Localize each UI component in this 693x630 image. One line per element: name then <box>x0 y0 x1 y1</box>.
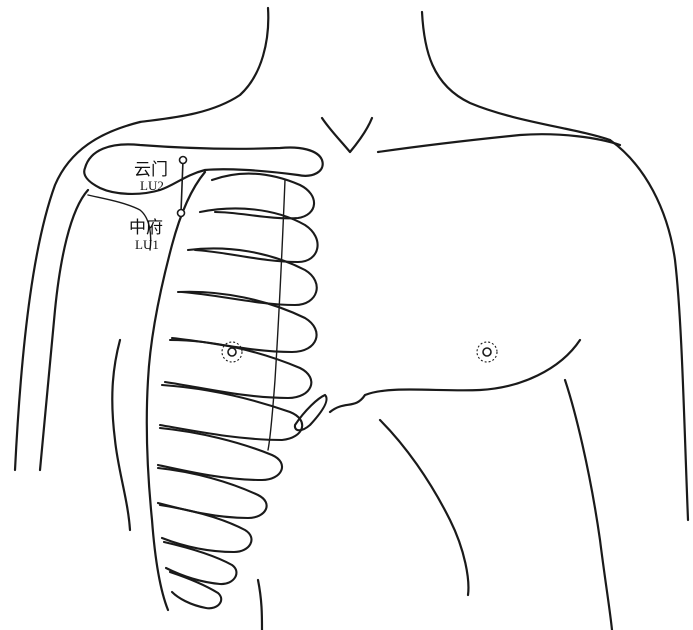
costal-cartilage-tip <box>295 395 327 430</box>
yunmen-point-marker[interactable] <box>180 157 187 164</box>
zhongfu-name-label: 中府 <box>129 218 163 238</box>
left-armpit-outline <box>112 340 130 530</box>
right-arm-inner-outline <box>565 380 612 630</box>
left-shoulder-outline <box>15 122 140 470</box>
neck-right-outline <box>422 12 610 140</box>
neck-left-outline <box>140 8 268 122</box>
yunmen-name-label: 云门 <box>134 160 168 180</box>
zhongfu-point-marker[interactable] <box>178 210 185 217</box>
abdomen-right-line <box>380 420 468 595</box>
rib-5 <box>165 340 311 398</box>
right-nipple <box>477 342 497 362</box>
right-pectoral-line <box>330 340 580 412</box>
abdomen-left-line <box>258 580 262 630</box>
left-arm-inner-outline <box>40 190 88 470</box>
right-clavicle <box>378 134 620 152</box>
meridian-connector <box>181 160 183 212</box>
left-clavicle-bone <box>84 144 322 194</box>
right-shoulder-outline <box>610 140 688 520</box>
zhongfu-code-label: LU1 <box>135 237 159 252</box>
rib-11 <box>170 572 221 608</box>
sternal-notch <box>322 118 372 152</box>
yunmen-code-label: LU2 <box>140 178 164 193</box>
